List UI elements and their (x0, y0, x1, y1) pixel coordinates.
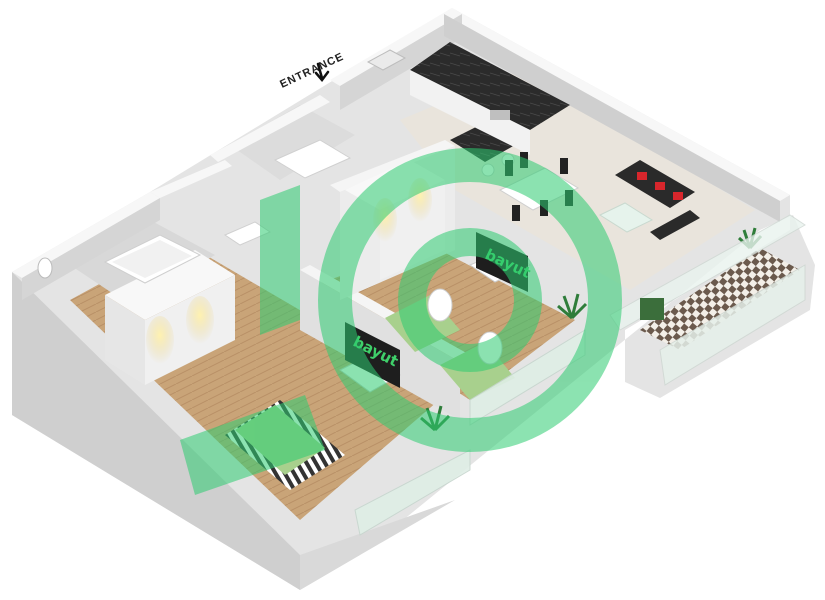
glass-railing (354, 329, 586, 536)
fridge (366, 49, 407, 71)
balcony (609, 214, 806, 386)
bayut-watermark-icon (180, 148, 622, 495)
shower-tray (273, 139, 352, 179)
wardrobe-master (105, 250, 235, 385)
plant-bedroom (557, 293, 588, 320)
sofa (615, 160, 700, 240)
entrance-arrow-icon (314, 62, 330, 82)
coffee-table (598, 202, 654, 233)
toilet (37, 257, 53, 279)
bathtub (103, 234, 202, 284)
